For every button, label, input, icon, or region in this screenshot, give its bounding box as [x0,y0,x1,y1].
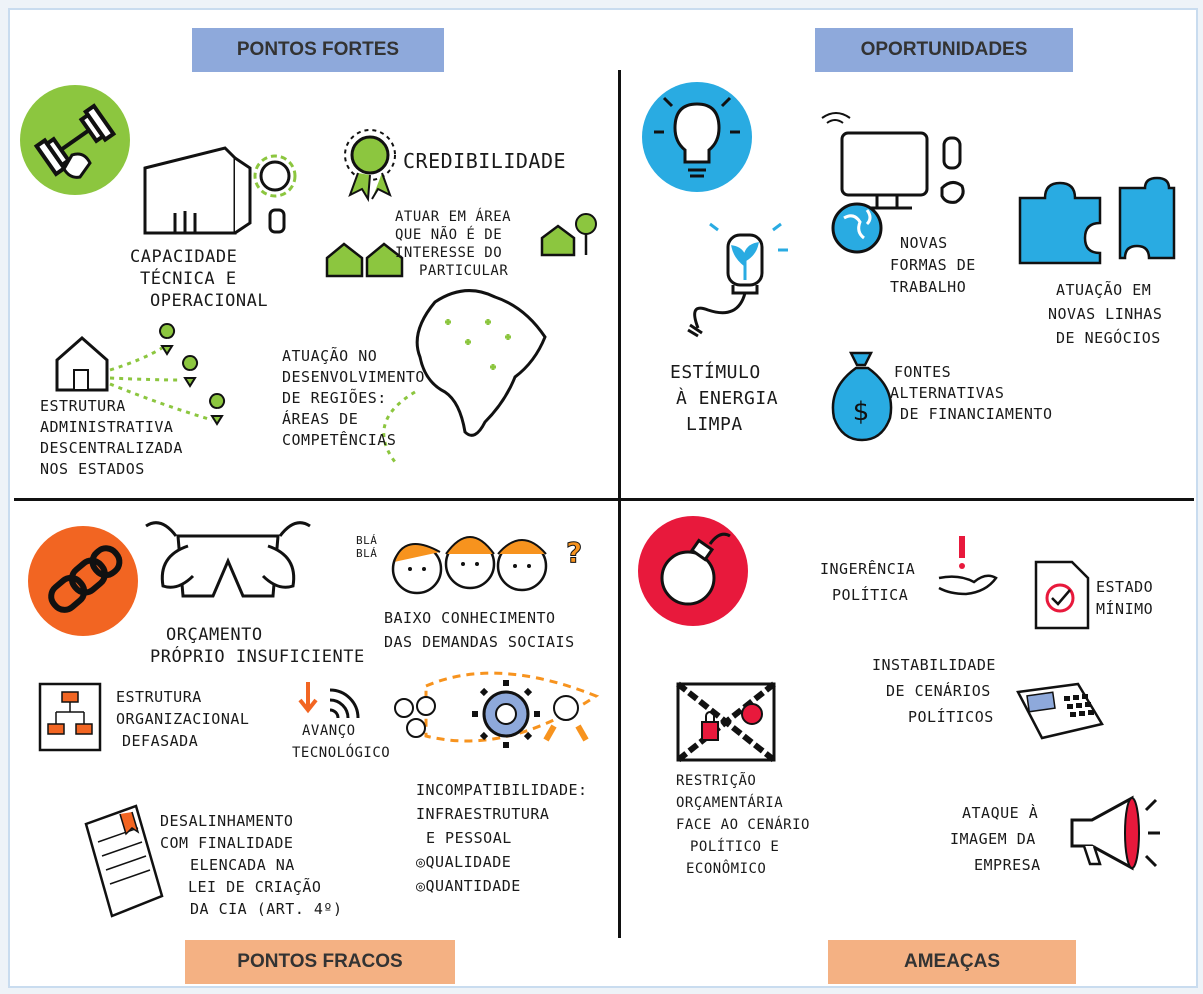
swot-board: PONTOS FORTES OPORTUNIDADES PONTOS FRACO… [8,8,1198,988]
opportunity-work: NOVAS FORMAS DE TRABALHO [890,234,976,296]
threat-attack: ATAQUE À IMAGEM DA EMPRESA [950,804,1041,874]
houses-icon [325,242,404,278]
weakness-mismatch: INCOMPATIBILIDADE: INFRAESTRUTURA E PESS… [416,781,588,895]
org-chart-icon [38,682,102,752]
computer-globe-icon [821,112,965,254]
factory-icon [143,146,297,235]
weakness-misalign: DESALINHAMENTO COM FINALIDADE ELENCADA N… [160,812,343,918]
header-weaknesses: PONTOS FRACOS [185,940,455,984]
svg-text:$: $ [853,397,870,427]
header-strengths: PONTOS FORTES [192,28,444,72]
chained-box-icon [676,681,776,763]
threat-interference: INGERÊNCIA POLÍTICA [820,560,916,604]
opportunity-business: ATUAÇÃO EM NOVAS LINHAS DE NEGÓCIOS [1048,281,1163,347]
pants-pockets-icon [145,521,311,598]
opportunity-funding: FONTES ALTERNATIVAS DE FINANCIAMENTO [890,363,1053,423]
strength-admin: ESTRUTURA ADMINISTRATIVA DESCENTRALIZADA… [40,397,183,478]
lightbulb-icon [642,82,752,192]
weakness-org: ESTRUTURA ORGANIZACIONAL DEFASADA [116,688,250,750]
opportunity-energy: ESTÍMULO À ENERGIA LIMPA [670,362,779,435]
house-tree-icon [540,213,597,257]
strength-private-interest: ATUAR EM ÁREA QUE NÃO É DE INTERESSE DO … [395,209,512,279]
header-opportunities: OPORTUNIDADES [815,28,1073,72]
chain-icon [28,526,138,636]
checked-document-icon [1034,560,1090,630]
people-faces-icon: ? [391,536,583,595]
strength-credibility: CREDIBILIDADE [403,149,567,173]
weakness-tech: AVANÇO TECNOLÓGICO [292,723,391,761]
arrow-down-signal-icon [298,682,360,719]
threat-state: ESTADO MÍNIMO [1096,578,1154,618]
threat-restriction: RESTRIÇÃO ORÇAMENTÁRIA FACE AO CENÁRIO P… [676,773,810,877]
header-threats: AMEAÇAS [828,940,1076,984]
voting-machine-icon [1016,682,1104,740]
brazil-map-icon [382,289,547,463]
bomb-icon [638,516,748,626]
weakness-social: BAIXO CONHECIMENTO DAS DEMANDAS SOCIAIS [384,609,575,651]
weakness-bla: BLÁ BLÁ [356,534,378,560]
svg-text:?: ? [566,536,582,569]
hand-alert-icon [938,536,998,596]
horizontal-divider [14,498,1194,501]
strength-capacity: CAPACIDADE TÉCNICA E OPERACIONAL [130,247,269,311]
puzzle-icon [1018,176,1176,265]
house-pins-icon [55,323,226,426]
money-bag-icon: $ [831,351,893,442]
document-ribbon-icon [84,804,164,918]
gear-faces-icon [394,671,600,748]
medal-icon [344,129,396,203]
plug-bulb-icon [687,222,788,338]
dumbbell-icon [20,85,130,195]
strength-regional: ATUAÇÃO NO DESENVOLVIMENTO DE REGIÕES: Á… [282,347,425,449]
megaphone-icon [1070,795,1160,871]
vertical-divider [618,70,621,938]
weakness-budget: ORÇAMENTO PRÓPRIO INSUFICIENTE [150,625,365,667]
threat-instability: INSTABILIDADE DE CENÁRIOS POLÍTICOS [872,656,996,726]
